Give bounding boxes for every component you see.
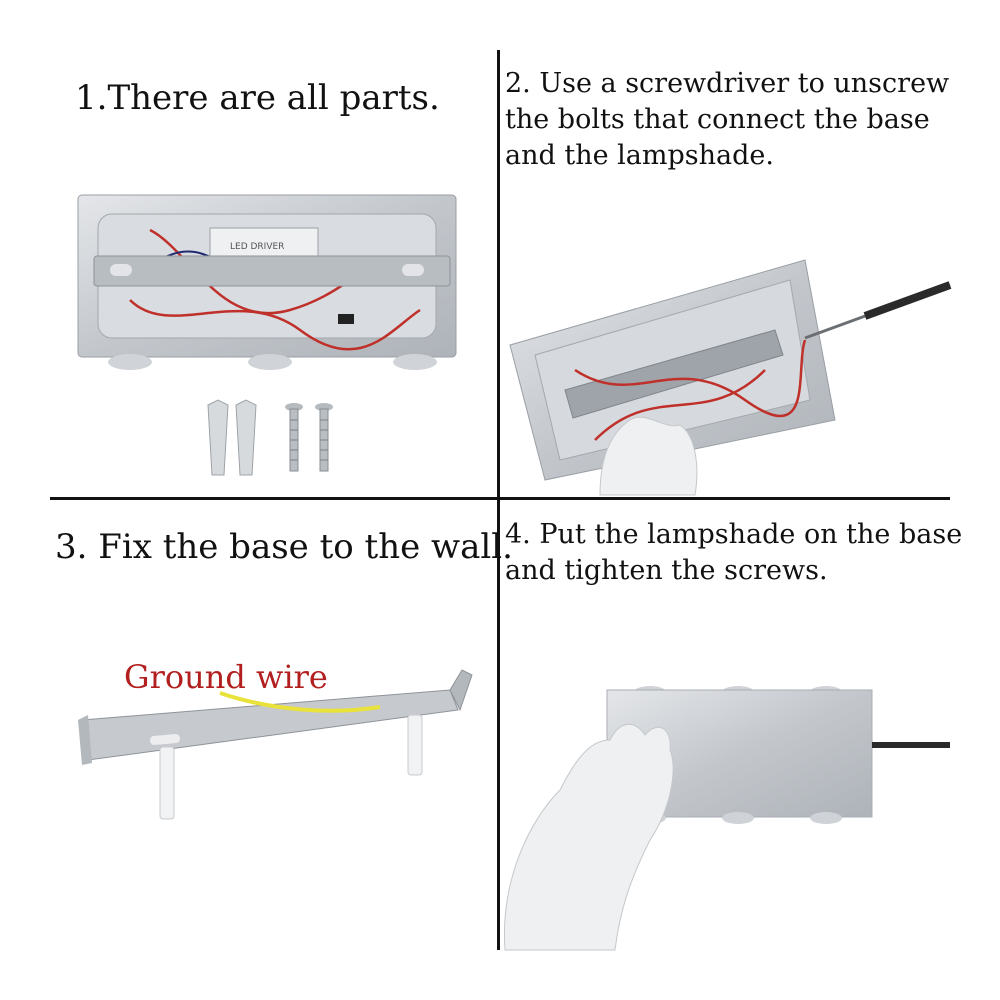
mounting-screws: [159, 714, 423, 820]
vertical-divider: [497, 50, 500, 950]
step-4-text: 4. Put the lampshade on the base and tig…: [505, 519, 963, 587]
gloved-hand: [599, 416, 698, 496]
horizontal-divider: [50, 497, 950, 500]
gloved-hand: [503, 723, 674, 951]
ground-wire-label: Ground wire: [124, 658, 328, 696]
step-3-text: 3. Fix the base to the wall.: [55, 527, 513, 567]
step-2-text: 2. Use a screwdriver to unscrew the bolt…: [505, 68, 950, 172]
lampshade-photo: [503, 686, 950, 951]
ground-wire: [219, 691, 381, 713]
screws: [285, 403, 333, 472]
wall-anchors: [207, 399, 257, 476]
driver-label: LED DRIVER: [230, 242, 284, 252]
parts-photo: LED DRIVER: [77, 194, 457, 476]
screwdriver: [804, 281, 952, 340]
lamp-base-tilted: [509, 259, 836, 481]
mounting-bar-photo: [78, 669, 473, 820]
unscrew-photo: [509, 259, 952, 496]
lamp-base-open: LED DRIVER: [77, 194, 457, 370]
step-1-text: 1.There are all parts.: [75, 78, 440, 118]
